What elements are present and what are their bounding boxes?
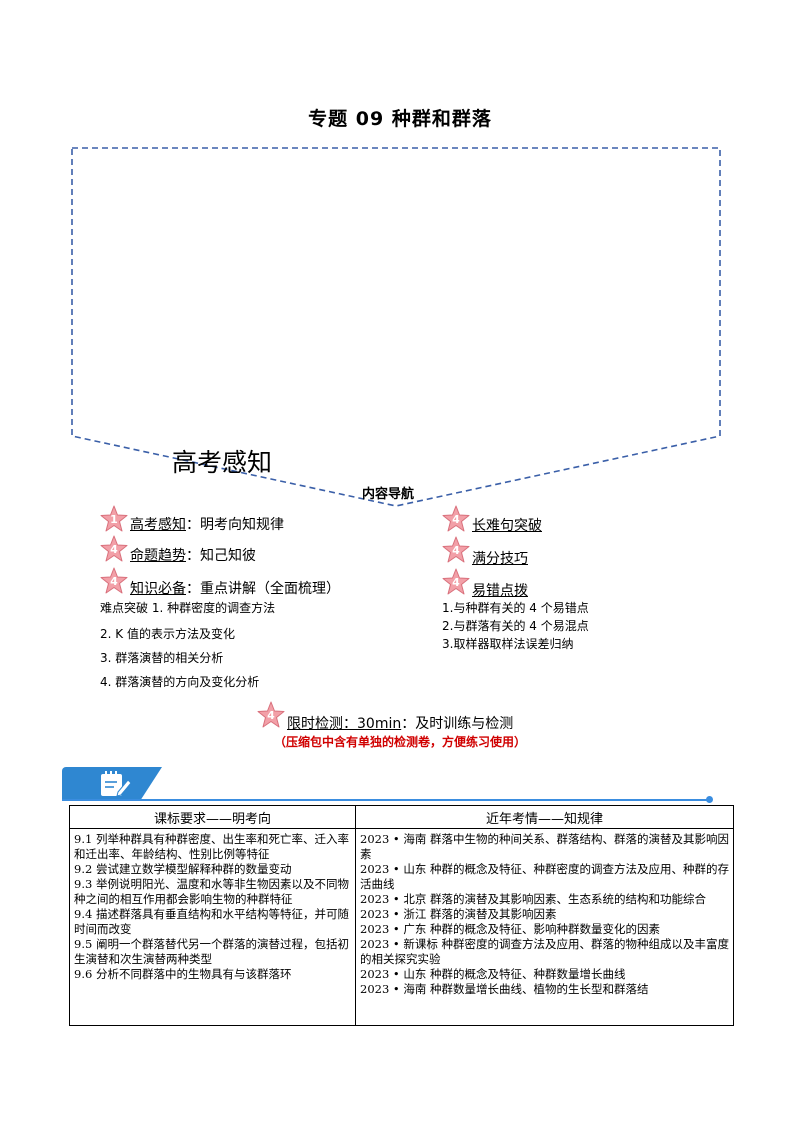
requirement-item: 9.2 尝试建立数学模型解释种群的数量变动: [74, 862, 292, 876]
banner-line: [62, 799, 712, 801]
right-sub-item[interactable]: 3.取样器取样法误差归纳: [442, 637, 574, 651]
nav-item-skills[interactable]: 满分技巧: [472, 548, 528, 568]
nav-item-label: 满分技巧: [472, 551, 528, 567]
nav-item-knowledge[interactable]: 知识必备：重点讲解（全面梳理）: [130, 578, 340, 598]
nav-item-desc: ：明考向知规律: [186, 517, 284, 533]
right-sub-item[interactable]: 2.与群落有关的 4 个易混点: [442, 619, 589, 633]
nav-item-label: 命题趋势: [130, 548, 186, 564]
badge-number: 4: [452, 576, 460, 589]
nav-item-trend[interactable]: 命题趋势：知己知彼: [130, 545, 256, 565]
left-sub-item[interactable]: 3. 群落演替的相关分析: [100, 651, 224, 665]
nav-item-label: 高考感知: [130, 517, 186, 533]
trends-cell: 2023 • 海南 群落中生物的种间关系、群落结构、群落的演替及其影响因素 20…: [355, 828, 734, 1026]
badge-number: 4: [110, 543, 118, 556]
table-row: 9.1 列举种群具有种群密度、出生率和死亡率、迁入率和迁出率、年龄结构、性别比例…: [69, 828, 734, 1026]
star-badge-icon: 4: [100, 535, 128, 563]
trend-item: 2023 • 山东 种群的概念及特征、种群密度的调查方法及应用、种群的存活曲线: [360, 862, 730, 891]
badge-number: 4: [110, 575, 118, 588]
download-note: （压缩包中含有单独的检测卷，方便练习使用）: [273, 735, 526, 749]
star-badge-icon: 4: [442, 536, 470, 564]
star-badge-icon: 4: [442, 505, 470, 533]
trend-item: 2023 • 浙江 群落的演替及其影响因素: [360, 907, 557, 921]
trend-item: 2023 • 山东 种群的概念及特征、种群数量增长曲线: [360, 967, 626, 981]
badge-number: 4: [452, 513, 460, 526]
requirement-item: 9.1 列举种群具有种群密度、出生率和死亡率、迁入率和迁出率、年龄结构、性别比例…: [74, 832, 349, 861]
trend-item: 2023 • 广东 种群的概念及特征、影响种群数量变化的因素: [360, 922, 661, 936]
nav-item-label: 知识必备: [130, 581, 186, 597]
requirements-cell: 9.1 列举种群具有种群密度、出生率和死亡率、迁入率和迁出率、年龄结构、性别比例…: [69, 828, 356, 1026]
star-badge-icon: 4: [100, 567, 128, 595]
nav-item-label: 长难句突破: [472, 518, 542, 534]
nav-item-desc: ：及时训练与检测: [401, 716, 514, 732]
left-sub-item[interactable]: 4. 群落演替的方向及变化分析: [100, 675, 260, 689]
left-sub-item[interactable]: 难点突破 1. 种群密度的调查方法: [100, 601, 276, 615]
banner-line-dot: [706, 796, 713, 803]
nav-item-desc: ：知己知彼: [186, 548, 256, 564]
star-badge-icon: 1: [100, 505, 128, 533]
right-sub-item[interactable]: 1.与种群有关的 4 个易错点: [442, 601, 589, 615]
table-header: 近年考情——知规律: [355, 805, 734, 829]
nav-item-label: 限时检测：30min: [287, 716, 402, 732]
badge-number: 4: [452, 544, 460, 557]
requirement-item: 9.3 举例说明阳光、温度和水等非生物因素以及不同物种之间的相互作用都会影响生物…: [74, 877, 349, 906]
table-header: 课标要求——明考向: [69, 805, 356, 829]
nav-item-timed-test[interactable]: 限时检测：30min：及时训练与检测: [287, 713, 513, 733]
requirement-item: 9.4 描述群落具有垂直结构和水平结构等特征，并可随时间而改变: [74, 907, 349, 936]
requirement-item: 9.5 阐明一个群落替代另一个群落的演替过程，包括初生演替和次生演替两种类型: [74, 937, 349, 966]
trend-item: 2023 • 海南 群落中生物的种间关系、群落结构、群落的演替及其影响因素: [360, 832, 730, 861]
nav-item-gaokao[interactable]: 高考感知：明考向知规律: [130, 514, 284, 534]
trend-item: 2023 • 新课标 种群密度的调查方法及应用、群落的物种组成以及丰富度的相关探…: [360, 937, 730, 966]
requirement-item: 9.6 分析不同群落中的生物具有与该群落环: [74, 967, 292, 981]
trend-item: 2023 • 海南 种群数量增长曲线、植物的生长型和群落结: [360, 982, 649, 996]
star-badge-icon: 4: [442, 568, 470, 596]
table-header-row: 课标要求——明考向 近年考情——知规律: [69, 805, 734, 829]
nav-item-mistakes[interactable]: 易错点拨: [472, 580, 528, 600]
nav-item-label: 易错点拨: [472, 583, 528, 599]
nav-item-long-sentence[interactable]: 长难句突破: [472, 515, 542, 535]
badge-number: 1: [110, 513, 118, 526]
badge-number: 4: [267, 709, 275, 722]
dashed-frame: [71, 147, 721, 507]
notepad-pencil-icon: [101, 771, 132, 797]
requirements-table: 课标要求——明考向 近年考情——知规律 9.1 列举种群具有种群密度、出生率和死…: [69, 805, 734, 1026]
page-title: 专题 09 种群和群落: [308, 108, 492, 130]
star-badge-icon: 4: [257, 701, 285, 729]
gaokao-heading: 高考感知: [172, 448, 273, 477]
nav-title: 内容导航: [362, 487, 415, 502]
left-sub-item[interactable]: 2. K 值的表示方法及变化: [100, 627, 235, 641]
nav-item-desc: ：重点讲解（全面梳理）: [186, 581, 340, 597]
trend-item: 2023 • 北京 群落的演替及其影响因素、生态系统的结构和功能综合: [360, 892, 707, 906]
